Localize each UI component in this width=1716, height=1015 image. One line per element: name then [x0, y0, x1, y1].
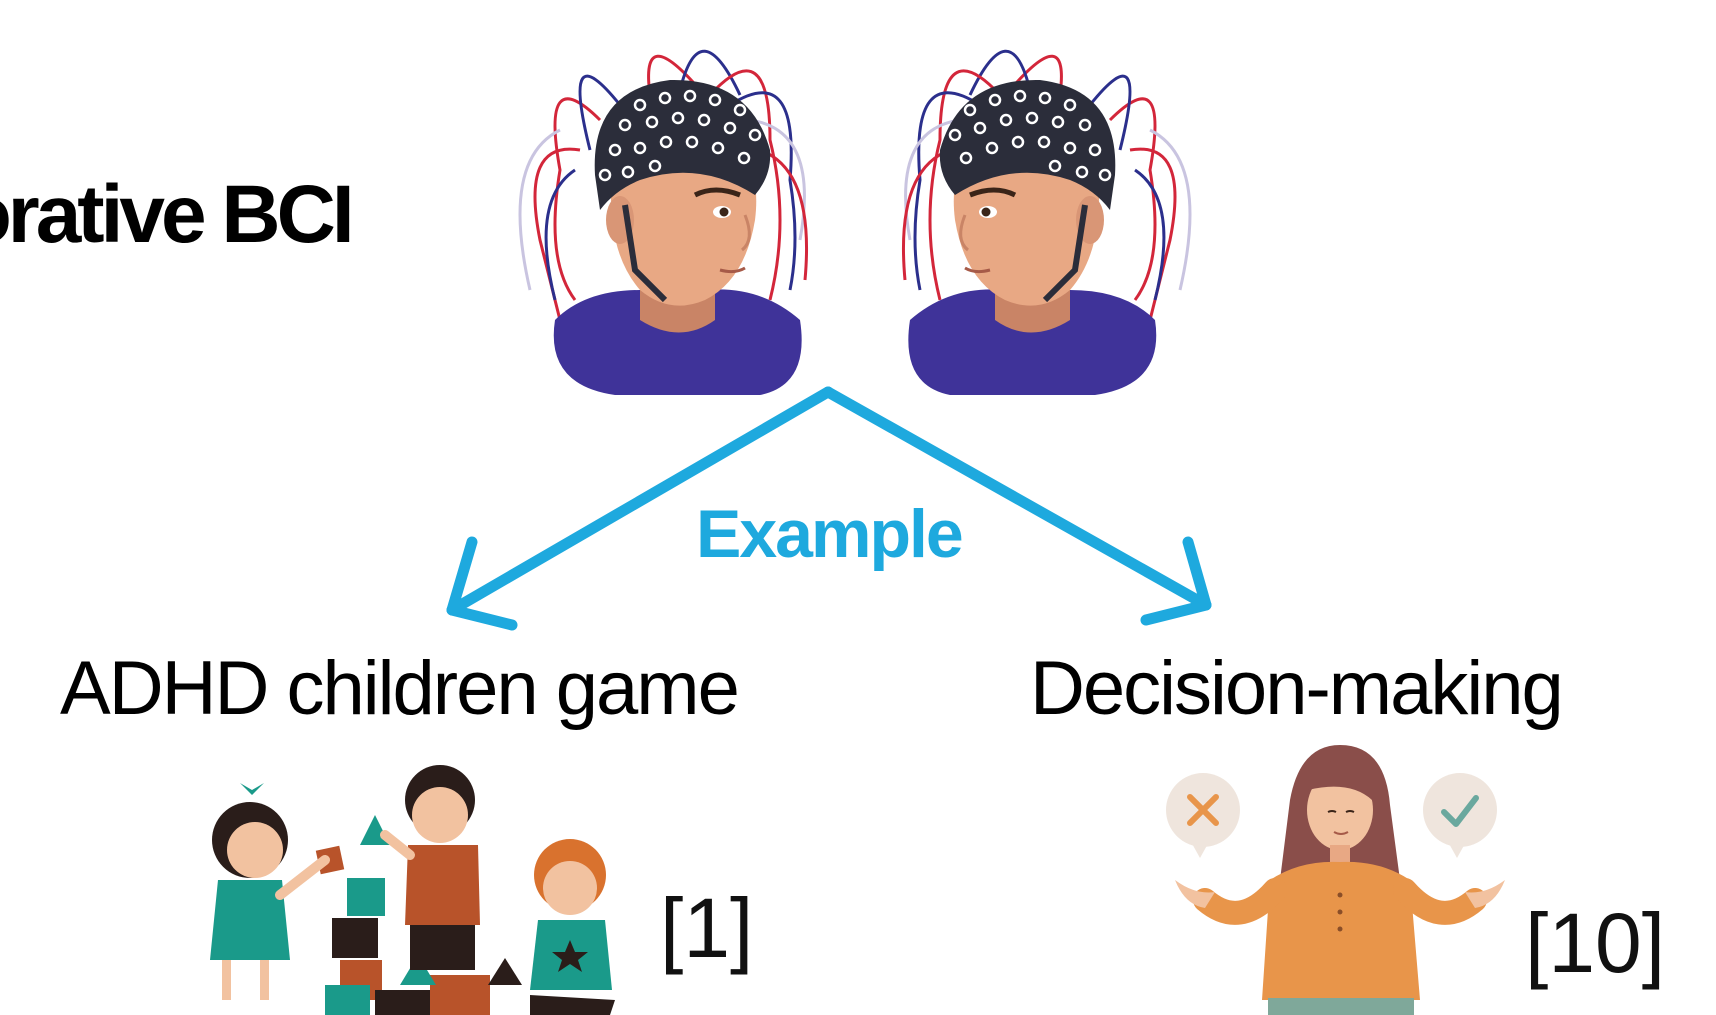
- branch-label-decision: Decision-making: [1030, 646, 1564, 731]
- right-arrow-head: [1140, 536, 1212, 626]
- diagram-title: aborative BCI: [0, 169, 355, 260]
- connector-label: Example: [696, 496, 964, 572]
- woman-decision-icon: [1166, 745, 1505, 1015]
- reference-adhd: [1]: [660, 881, 754, 975]
- reference-decision: [10]: [1525, 896, 1666, 990]
- right-arrow-shaft: [822, 386, 1212, 611]
- children-building-blocks-icon: [210, 765, 615, 1015]
- left-arrow-head: [446, 536, 518, 631]
- right-head-eeg-icon: [901, 49, 1192, 395]
- branch-label-adhd: ADHD children game: [60, 646, 740, 731]
- left-head-eeg-icon: [518, 49, 809, 395]
- branch-arrows: [446, 386, 1212, 631]
- left-arrow-shaft: [446, 386, 834, 616]
